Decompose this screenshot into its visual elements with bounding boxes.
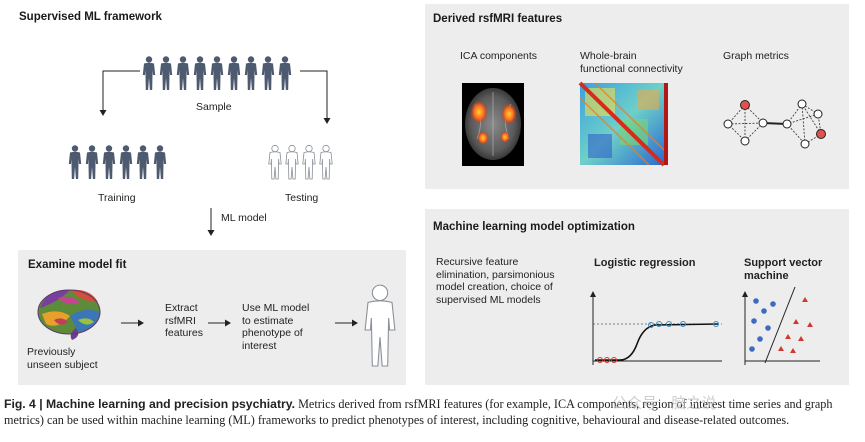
graph-metrics-label: Graph metrics — [723, 50, 789, 62]
watermark: 公众号 · 脑之说 — [612, 394, 717, 412]
ml-optimization-title: Machine learning model optimization — [433, 221, 635, 233]
fc-matrix-image — [578, 81, 668, 167]
derived-figures — [462, 81, 826, 167]
sample-people — [142, 56, 292, 90]
ml-optimization-figures — [590, 286, 820, 365]
ml-model-label: ML model — [221, 212, 267, 224]
examine-figures — [37, 283, 397, 368]
unseen-subject-figure — [363, 283, 397, 368]
ica-brain-image — [462, 83, 524, 166]
use-ml-model-label: Use ML model to estimate phenotype of in… — [242, 302, 310, 352]
svm-label: Support vector machine — [744, 257, 823, 282]
ml-model-arrow — [207, 230, 215, 236]
caption-text: Metrics derived from rsfMRI features (fo… — [4, 397, 833, 427]
ml-optimization-panel — [425, 209, 849, 385]
graph-network — [723, 99, 826, 149]
derived-features-title: Derived rsfMRI features — [433, 13, 563, 25]
caption-prefix: Fig. 4 | Machine learning and precision … — [4, 397, 296, 411]
sample-label: Sample — [196, 101, 232, 113]
training-label: Training — [98, 192, 136, 204]
whole-brain-fc-label: Whole-brain functional connectivity — [580, 50, 683, 75]
logistic-regression-plot — [590, 291, 722, 365]
testing-label: Testing — [285, 192, 319, 204]
previously-unseen-subject-label: Previously unseen subject — [27, 346, 98, 371]
training-people — [68, 145, 167, 179]
logistic-regression-label: Logistic regression — [594, 257, 696, 269]
supervised-figures — [68, 56, 333, 236]
svm-plot — [742, 286, 820, 365]
figure-caption: Fig. 4 | Machine learning and precision … — [4, 396, 862, 428]
examine-model-fit-title: Examine model fit — [28, 259, 127, 271]
parcellated-brain — [37, 289, 101, 340]
extract-features-label: Extract rsfMRI features — [165, 302, 203, 339]
ica-components-label: ICA components — [460, 50, 538, 62]
supervised-ml-title: Supervised ML framework — [19, 11, 162, 23]
testing-people — [268, 144, 333, 180]
rfe-label: Recursive feature elimination, parsimoni… — [436, 256, 555, 306]
